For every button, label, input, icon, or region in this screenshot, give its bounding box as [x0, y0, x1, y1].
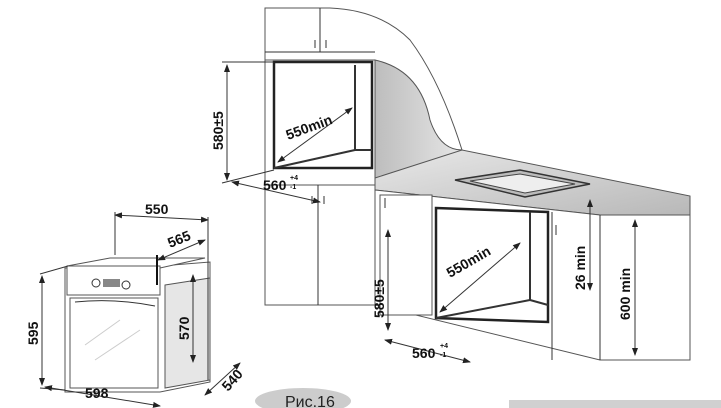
countertop-gap-label: 26 min — [572, 246, 588, 290]
base-niche-tol-plus: +4 — [440, 343, 448, 350]
base-niche-width-label: 560 — [412, 345, 436, 361]
caption-badge — [255, 388, 351, 408]
figure-caption: Рис.16 — [285, 394, 335, 408]
oven-front-width-label: 598 — [85, 385, 109, 401]
dimension-lines — [39, 61, 638, 408]
cabinet-height-label: 600 min — [617, 268, 633, 320]
column-niche-tol-minus: -1 — [290, 184, 296, 191]
column-niche-height-label: 580±5 — [210, 111, 226, 150]
footer-bar — [509, 400, 721, 408]
oven-height-label: 595 — [25, 321, 41, 345]
oven-width-label: 550 — [145, 201, 169, 217]
column-niche-tol-plus: +4 — [290, 175, 298, 182]
base-niche-tol-minus: -1 — [440, 352, 446, 359]
column-niche-width-label: 560 — [263, 177, 287, 193]
oven-body-depth-label: 540 — [218, 366, 246, 394]
oven-body-height-label: 570 — [176, 316, 192, 340]
base-cabinets — [374, 149, 691, 361]
base-niche-height-label: 580±5 — [371, 279, 387, 318]
